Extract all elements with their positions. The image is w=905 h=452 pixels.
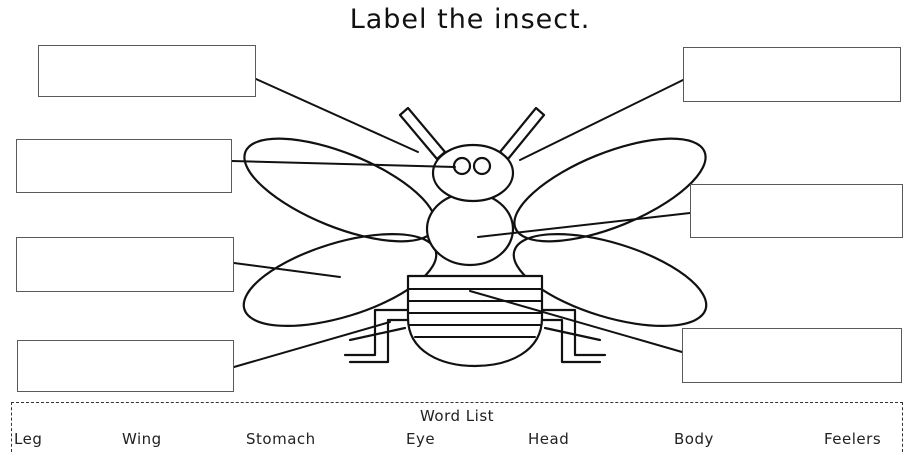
answer-box-top-left[interactable] bbox=[38, 45, 256, 97]
answer-box-body[interactable] bbox=[690, 184, 903, 238]
word-body: Body bbox=[674, 430, 714, 448]
answer-box-stomach[interactable] bbox=[682, 328, 902, 383]
word-eye: Eye bbox=[406, 430, 435, 448]
word-leg: Leg bbox=[14, 430, 42, 448]
word-stomach: Stomach bbox=[246, 430, 316, 448]
word-list: Word List Leg Wing Stomach Eye Head Body… bbox=[11, 402, 903, 452]
pointer-bottom-left bbox=[234, 322, 390, 367]
left-feeler bbox=[400, 108, 445, 159]
head bbox=[433, 145, 513, 201]
word-feelers: Feelers bbox=[824, 430, 881, 448]
answer-box-wing[interactable] bbox=[16, 237, 234, 292]
left-eye bbox=[454, 158, 470, 174]
left-leg-short bbox=[350, 328, 405, 340]
pointer-top-left bbox=[256, 79, 418, 152]
right-eye bbox=[474, 158, 490, 174]
pointer-mid-left-1 bbox=[232, 161, 455, 167]
right-leg-short bbox=[545, 328, 600, 340]
word-wing: Wing bbox=[122, 430, 162, 448]
body bbox=[427, 193, 513, 265]
word-head: Head bbox=[528, 430, 569, 448]
word-list-title: Word List bbox=[12, 407, 902, 425]
answer-box-leg[interactable] bbox=[17, 340, 234, 392]
answer-box-eye[interactable] bbox=[16, 139, 232, 193]
answer-box-feelers[interactable] bbox=[683, 47, 901, 102]
pointer-mid-left-2 bbox=[234, 263, 340, 277]
pointer-top-right bbox=[520, 80, 683, 160]
